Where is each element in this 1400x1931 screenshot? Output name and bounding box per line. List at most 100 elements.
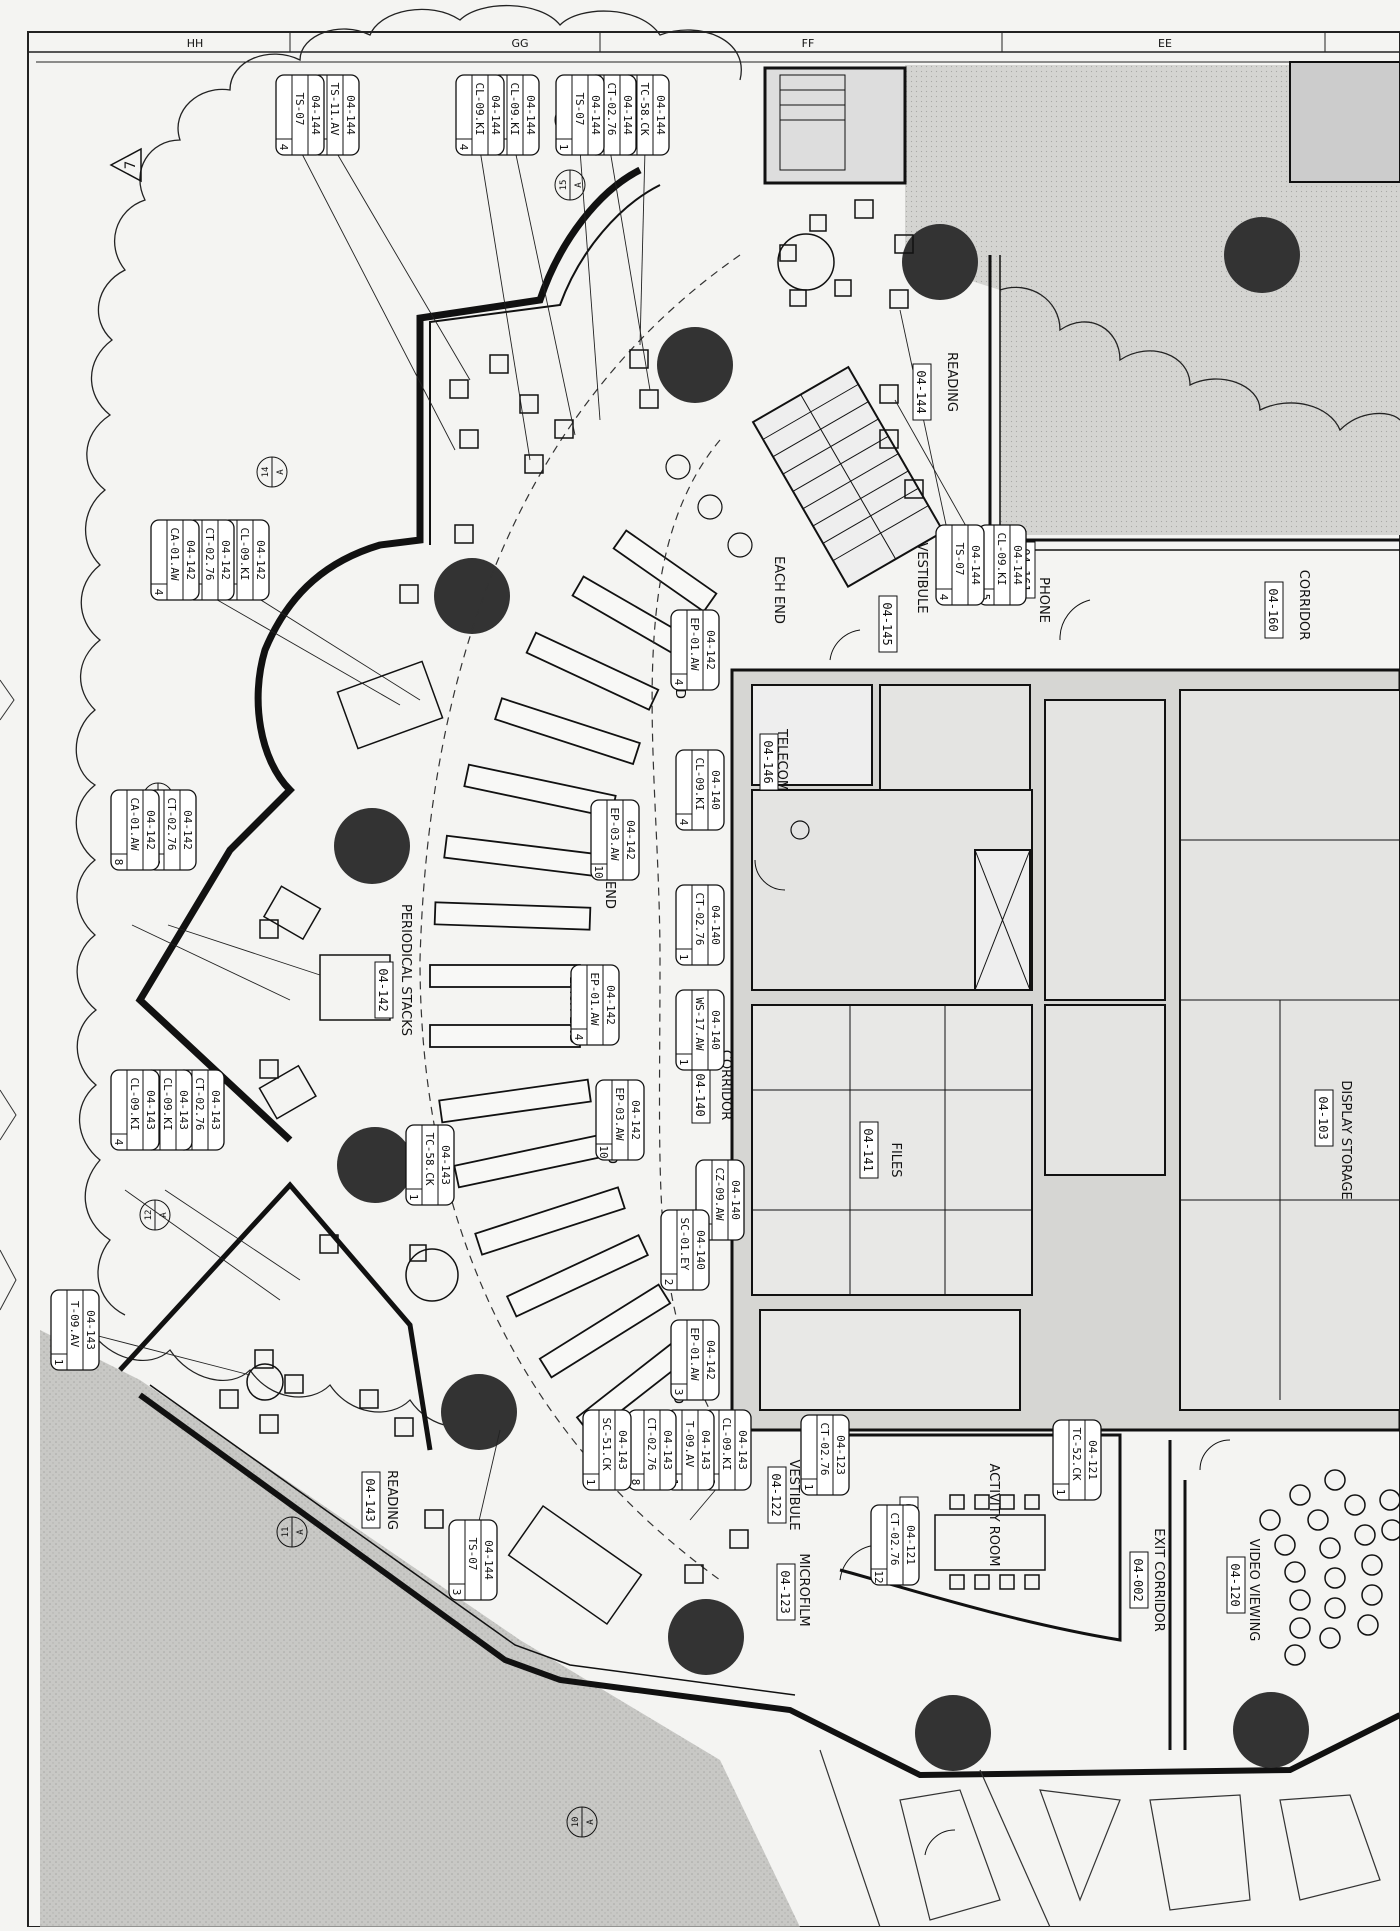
room-phone-name: PHONE [1036,577,1051,623]
column [668,1599,744,1675]
chair [254,1349,274,1369]
column [334,808,410,884]
tag-code: CA-01.AW [128,798,141,851]
tag-room-number: 04-123 [834,1435,847,1475]
tag-room-number: 04-142 [604,985,617,1025]
activity-table [934,1514,1046,1571]
column [1233,1692,1309,1768]
room-periodical-number: 04-142 [374,961,394,1019]
tag-room-number: 04-140 [709,905,722,945]
tag-code: TS-07 [953,542,966,575]
circulation-arc [419,254,741,1581]
svg-text:04-120: 04-120 [1228,1563,1242,1606]
shelf [493,697,641,766]
tag-room-number: 04-144 [621,95,634,135]
tag-code: EP-03.AW [608,808,621,861]
chair [259,1059,279,1079]
video-seating [1259,1469,1400,1666]
tag-quantity: 10 [592,865,605,878]
tag-quantity: 1 [677,1059,690,1066]
display-storage-room [1179,689,1400,1411]
edge-ticks [0,679,15,721]
tag-room-number: 04-143 [699,1430,712,1470]
tag-quantity: 4 [277,144,290,151]
tag-quantity: 4 [572,1034,585,1041]
tag-code: EP-01.AW [588,973,601,1026]
chair [889,289,909,309]
chair [779,244,797,262]
tag-quantity: 8 [112,859,125,866]
tag-quantity: 4 [152,589,165,596]
shelf [505,1233,650,1318]
room-vestibule-top-name: VESTIBULE [914,542,929,613]
tag-code: CZ-09.AW [713,1168,726,1221]
tag-code: CT-02.76 [203,528,216,581]
chair [999,1494,1015,1510]
tag-code: CT-02.76 [645,1418,658,1471]
shelf [525,631,660,711]
tag-quantity: 3 [672,1389,685,1396]
svg-text:11: 11 [281,1527,291,1538]
tag-code: TC-58.CK [423,1133,436,1186]
door-swings [754,599,1231,1856]
chair [394,1417,414,1437]
tag-room-number: 04-144 [589,95,602,135]
study-table [336,660,444,750]
room-video-number: 04-120 [1226,1556,1246,1614]
tag-room-number: 04-143 [84,1310,97,1350]
svg-text:04-123: 04-123 [778,1570,792,1613]
shelf [429,1024,581,1048]
room-periodical-name: PERIODICAL STACKS [398,904,413,1036]
room-vestibule-top-number: 04-145 [878,595,898,653]
room-reading-bottom-name: READING [384,1470,399,1530]
shelf [453,1133,607,1189]
tag-code: CT-02.76 [193,1078,206,1131]
tag-code: CT-02.76 [888,1513,901,1566]
grid-column-ee: EE [1158,37,1172,50]
shelf [612,529,718,613]
tag-room-number: 04-142 [704,630,717,670]
tag-code: T-09.AV [68,1301,81,1348]
tag-code: CL-09.KI [473,83,486,136]
exit-corridor-wall [1168,1440,1187,1750]
tag-code: TC-58.CK [638,83,651,136]
tag-code: CA-01.AW [168,528,181,581]
column [337,1127,413,1203]
chair [854,199,874,219]
chair [684,1564,704,1584]
landscape-hatch-top [905,65,1400,535]
round-table [405,1248,459,1302]
tag-room-number: 04-142 [219,540,232,580]
svg-text:A: A [574,182,584,188]
room-reading-bottom-number: 04-143 [361,1471,381,1529]
landscape-hatch-bottom [40,1330,800,1927]
chair [809,214,827,232]
chair [284,1374,304,1394]
column [915,1695,991,1771]
exterior-wall [135,166,642,1143]
svg-text:14: 14 [261,467,271,478]
room-telecom-number: 04-146 [759,733,779,791]
tag-room-number: 04-140 [709,1010,722,1050]
chair [524,454,544,474]
bottom-planters [819,1749,1381,1928]
room-display-number: 04-103 [1314,1089,1334,1147]
tag-room-number: 04-144 [1011,545,1024,585]
svg-text:04-145: 04-145 [880,602,894,645]
reading-table [507,1504,643,1626]
